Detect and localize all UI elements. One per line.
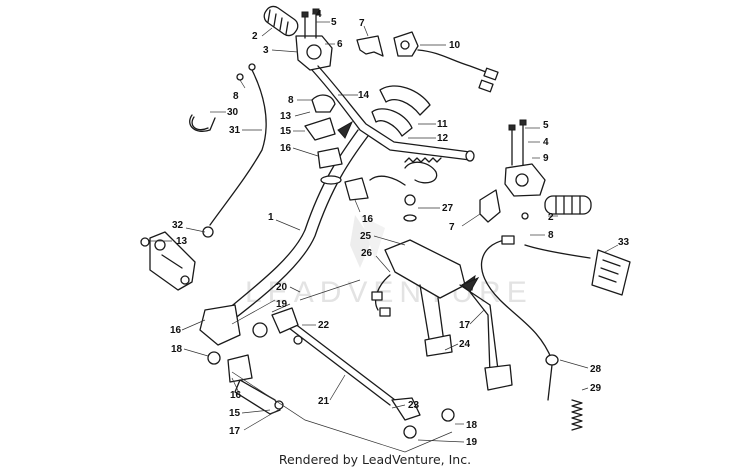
upper-clamp-15: [304, 117, 336, 141]
upper-clamp-16: [317, 147, 343, 169]
callout-7: 7: [359, 18, 365, 29]
callout-19-lower: 19: [466, 437, 478, 448]
callout-23: 23: [408, 400, 420, 411]
callout-2-right: 2: [548, 212, 554, 223]
upper-clamp-13: [311, 94, 336, 113]
callout-5: 5: [331, 17, 337, 28]
callout-16-left: 16: [170, 325, 182, 336]
footer-credit: Rendered by LeadVenture, Inc.: [278, 452, 472, 467]
right-grip: [544, 195, 592, 215]
callout-15-lower: 15: [229, 408, 241, 419]
lever-top: [356, 35, 384, 57]
callout-13-left: 13: [176, 236, 188, 247]
steering-post: [199, 129, 369, 346]
callout-2: 2: [252, 31, 258, 42]
clip-30: [189, 114, 216, 132]
callout-30: 30: [227, 107, 239, 118]
callout-10: 10: [449, 40, 461, 51]
callout-1: 1: [268, 212, 274, 223]
clamp-16-right: [344, 177, 369, 201]
callout-18-left: 18: [171, 344, 183, 355]
callout-21: 21: [318, 396, 330, 407]
callout-14: 14: [358, 90, 370, 101]
hand-guard-11: [379, 85, 431, 116]
handlebar: [311, 69, 471, 161]
callout-24: 24: [459, 339, 471, 350]
callout-8b: 8: [288, 95, 294, 106]
left-clamp-housing: [295, 8, 333, 71]
switch-housing: [393, 31, 499, 93]
tether-cord: [369, 157, 442, 222]
callout-11: 11: [437, 119, 448, 130]
callout-20: 20: [276, 282, 288, 293]
callout-group: 4 5 2 3 6 7 10 8 8 13 14 30: [140, 9, 630, 453]
callout-13-top: 13: [280, 111, 292, 122]
callout-6: 6: [337, 39, 343, 50]
spring-29: [571, 399, 583, 431]
callout-7-right: 7: [449, 222, 455, 233]
callout-5-right: 5: [543, 120, 549, 131]
callout-29: 29: [590, 383, 602, 394]
callout-33: 33: [618, 237, 630, 248]
callout-18-lower: 18: [466, 420, 478, 431]
callout-4: 4: [316, 9, 322, 20]
watermark-logo: [350, 215, 385, 268]
callout-12: 12: [437, 133, 449, 144]
callout-9: 9: [543, 153, 549, 164]
hand-guard-12: [371, 108, 413, 137]
callout-17-lower: 17: [229, 426, 241, 437]
callout-8a: 8: [233, 91, 239, 102]
callout-8-right: 8: [548, 230, 554, 241]
callout-19-mid: 19: [276, 299, 288, 310]
callout-27: 27: [442, 203, 454, 214]
throttle-cable-28: [480, 239, 553, 361]
callout-31: 31: [229, 125, 241, 136]
callout-4-right: 4: [543, 137, 549, 148]
callout-16-mid: 16: [362, 214, 374, 225]
heater-pad-33: [524, 244, 631, 296]
callout-25: 25: [360, 231, 372, 242]
callout-16-top: 16: [280, 143, 292, 154]
tie-rod: [252, 307, 455, 439]
locator-arrow-bottom: [461, 276, 480, 293]
right-clamp-housing: [504, 119, 546, 197]
callout-16-lower: 16: [230, 390, 242, 401]
locator-arrow-top: [337, 120, 354, 139]
callout-22: 22: [318, 320, 330, 331]
brake-assembly: [149, 231, 196, 291]
callout-26: 26: [361, 248, 373, 259]
callout-15-top: 15: [280, 126, 292, 137]
steering-bracket: [384, 239, 513, 391]
lever-right: [479, 189, 501, 223]
callout-3: 3: [263, 45, 269, 56]
left-grip: [263, 5, 299, 37]
lower-steering-arm: [207, 351, 284, 415]
callout-17-right: 17: [459, 320, 471, 331]
callout-28: 28: [590, 364, 602, 375]
callout-32: 32: [172, 220, 184, 231]
cable-31: [209, 69, 267, 226]
